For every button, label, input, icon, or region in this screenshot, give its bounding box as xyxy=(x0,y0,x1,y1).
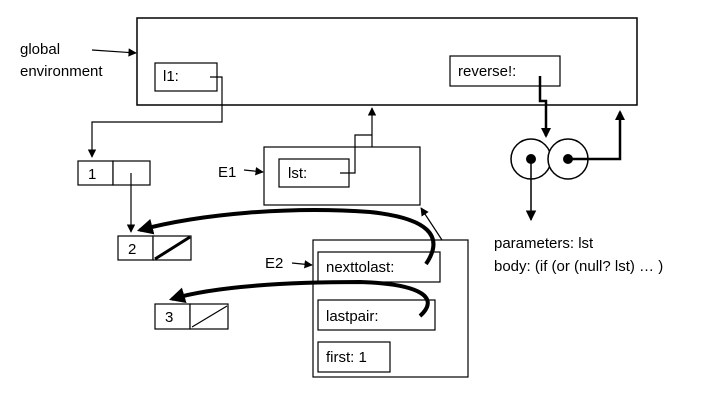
pointer-lastpair-to-pair3 xyxy=(168,279,430,318)
binding-box-lastpair xyxy=(317,299,436,331)
pointer-l1-to-pair1 xyxy=(87,76,223,158)
frame-e1-label: E1 xyxy=(218,164,236,181)
binding-box-l1 xyxy=(154,62,218,92)
e1-label-pointer-arrow xyxy=(243,167,264,176)
pair1-car-box xyxy=(77,160,114,186)
pair3-car-value: 3 xyxy=(165,309,173,326)
procedure-env-pointer-to-global xyxy=(572,110,625,161)
binding-lst-name: lst: xyxy=(288,165,307,182)
pair2-car-value: 2 xyxy=(128,241,136,258)
global-env-label-line2: environment xyxy=(20,63,103,80)
pair1-car-value: 1 xyxy=(88,166,96,183)
binding-l1-name: l1: xyxy=(163,68,179,85)
frame-e2-label: E2 xyxy=(265,255,283,272)
binding-lastpair-name: lastpair: xyxy=(326,308,379,325)
procedure-body: body: (if (or (null? lst) … ) xyxy=(494,258,663,275)
binding-box-first xyxy=(317,341,391,373)
procedure-parameters: parameters: lst xyxy=(494,235,594,252)
e2-label-pointer-arrow xyxy=(291,260,313,269)
binding-nexttolast-name: nexttolast: xyxy=(326,259,394,276)
pointer-nexttolast-to-pair2 xyxy=(136,208,436,266)
global-label-pointer-arrow xyxy=(91,48,137,57)
global-frame xyxy=(136,17,638,106)
binding-first-text: first: 1 xyxy=(326,349,367,366)
global-env-label-line1: global xyxy=(20,41,60,58)
pair3-null-slash xyxy=(191,305,228,328)
binding-reverse-name: reverse!: xyxy=(458,63,516,80)
procedure-env-dot xyxy=(563,154,573,164)
pair2-null-slash xyxy=(154,235,191,261)
pointer-reverse-to-procedure xyxy=(538,76,551,138)
e2-enclosing-env-pointer xyxy=(420,207,443,241)
procedure-code-dot xyxy=(526,154,536,164)
pointer-lst-binding xyxy=(340,134,372,174)
binding-box-reverse xyxy=(449,55,561,87)
binding-box-nexttolast xyxy=(317,251,441,283)
